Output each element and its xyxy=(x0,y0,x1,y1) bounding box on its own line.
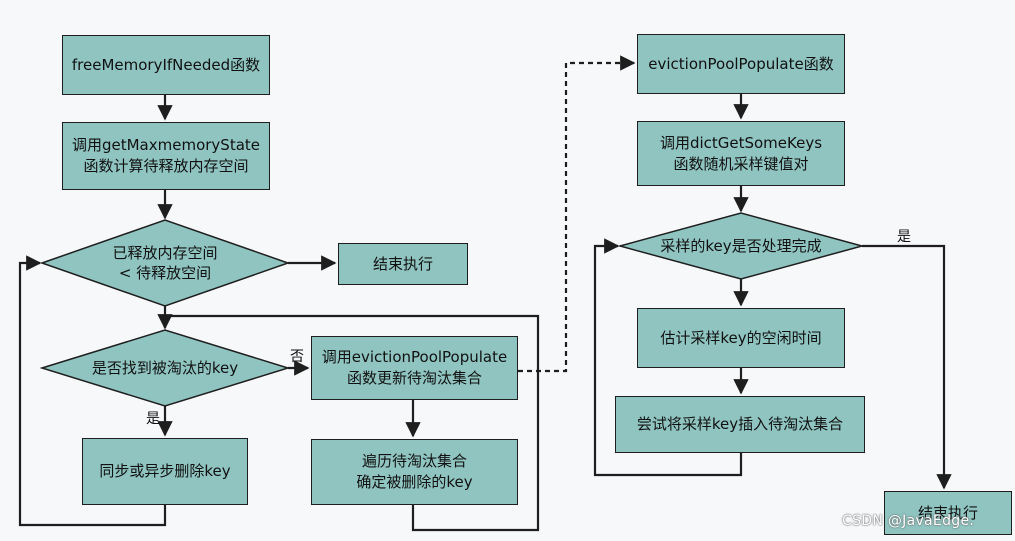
node-end-right-text: 结束执行 xyxy=(917,503,978,522)
node-dict-line1: 调用dictGetSomeKeys xyxy=(659,133,823,152)
watermark: CSDN @JavaEdge. xyxy=(842,513,975,529)
node-call-epp-line1: 调用evictionPoolPopulate xyxy=(321,348,508,366)
decision-released-line2: < 待释放空间 xyxy=(118,264,212,282)
decision-sampled-done-label: 采样的key是否处理完成 xyxy=(660,237,822,255)
node-call-eviction-pool-populate: 调用evictionPoolPopulate 函数更新待淘汰集合 xyxy=(311,336,518,400)
node-end-right: 结束执行 xyxy=(884,491,1012,535)
edge-insert-loop-back xyxy=(593,238,743,477)
edge-dashed-epp-call xyxy=(518,55,636,373)
node-sync-async-delete: 同步或异步删除key xyxy=(82,438,248,505)
edge-label-yes-right: 是 xyxy=(897,229,911,245)
edge-traverse-loop-back xyxy=(165,314,540,532)
node-epp-func-text: evictionPoolPopulate函数 xyxy=(648,54,834,73)
node-try-insert: 尝试将采样key插入待淘汰集合 xyxy=(615,396,865,453)
node-dict-line2: 函数随机采样键值对 xyxy=(673,154,809,173)
decision-sampled-done-text: 采样的key是否处理完成 xyxy=(636,235,846,257)
node-traverse-pool: 遍历待淘汰集合 确定被删除的key xyxy=(311,439,518,505)
node-traverse-line2: 确定被删除的key xyxy=(356,473,473,491)
node-estimate-idle: 估计采样key的空闲时间 xyxy=(637,308,845,368)
edge-label-yes-left: 是 xyxy=(146,411,160,427)
node-try-insert-text: 尝试将采样key插入待淘汰集合 xyxy=(636,415,844,433)
node-eviction-pool-populate-func: evictionPoolPopulate函数 xyxy=(637,34,845,94)
edge-cond-yes-to-end xyxy=(862,244,952,490)
decision-found-key-label: 是否找到被淘汰的key xyxy=(91,359,239,377)
node-estimate-idle-text: 估计采样key的空闲时间 xyxy=(660,328,822,347)
node-free-memory-text: freeMemoryIfNeeded函数 xyxy=(71,55,261,74)
node-end-left-text: 结束执行 xyxy=(372,254,433,273)
node-free-memory-func: freeMemoryIfNeeded函数 xyxy=(62,35,270,95)
node-traverse-line1: 遍历待淘汰集合 xyxy=(361,452,467,470)
edge-delete-loop-back xyxy=(18,255,167,527)
decision-found-key-text: 是否找到被淘汰的key xyxy=(62,357,268,379)
node-end-left: 结束执行 xyxy=(338,243,468,285)
decision-released-text: 已释放内存空间 < 待释放空间 xyxy=(62,241,268,285)
node-dict-get-some-keys: 调用dictGetSomeKeys 函数随机采样键值对 xyxy=(637,121,845,186)
edge-label-no: 否 xyxy=(290,349,304,365)
node-get-maxmemory-state: 调用getMaxmemoryState 函数计算待释放内存空间 xyxy=(62,122,270,190)
node-get-maxmemory-line1: 调用getMaxmemoryState xyxy=(71,136,261,154)
node-call-epp-line2: 函数更新待淘汰集合 xyxy=(346,369,482,387)
decision-released-line1: 已释放内存空间 xyxy=(112,244,218,262)
node-get-maxmemory-line2: 函数计算待释放内存空间 xyxy=(83,157,249,175)
node-sync-async-delete-text: 同步或异步删除key xyxy=(99,462,231,480)
